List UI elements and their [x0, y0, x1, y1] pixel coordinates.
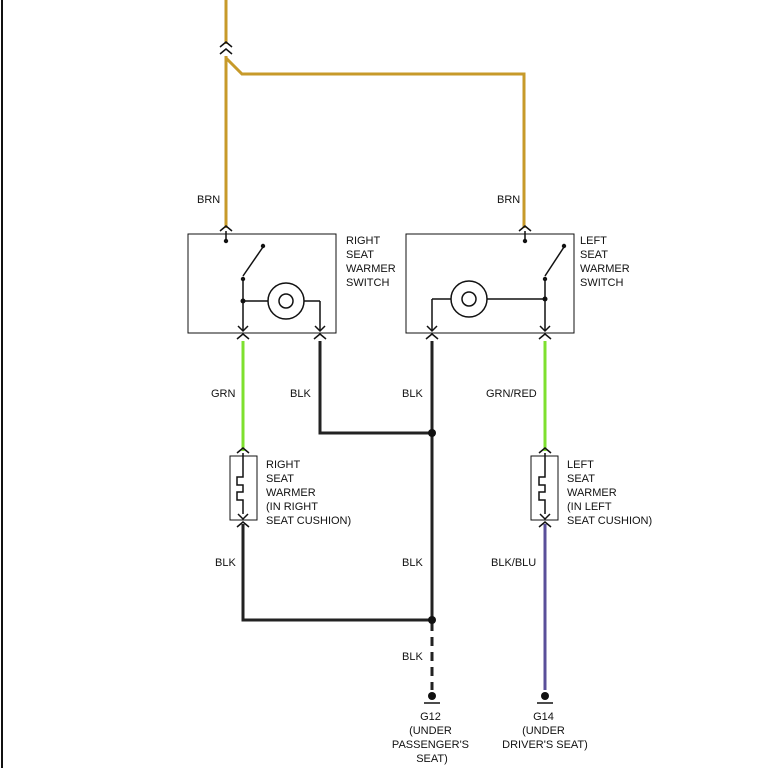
label-blk-blu: BLK/BLU [491, 557, 536, 569]
left-warmer-internals [538, 447, 552, 528]
right-switch-internals [219, 225, 327, 340]
right-warmer-internals [236, 447, 250, 528]
ground-g12-symbol [424, 692, 440, 704]
splice-upper [428, 429, 436, 437]
label-brn-right: BRN [497, 194, 520, 206]
ground-g14-symbol [537, 692, 553, 704]
label-brn-left: BRN [197, 194, 220, 206]
label-blk-right-warmer: BLK [215, 557, 236, 569]
label-grn: GRN [211, 388, 236, 400]
left-switch-label: LEFT SEAT WARMER SWITCH [580, 235, 633, 289]
left-switch-internals [425, 225, 567, 340]
left-warmer-label: LEFT SEAT WARMER (IN LEFT SEAT CUSHION) [567, 459, 652, 527]
left-switch-box [405, 233, 575, 334]
ground-g14-label: G14 (UNDER DRIVER'S SEAT) [502, 711, 588, 751]
splice-lower [428, 616, 436, 624]
label-blk-center-mid: BLK [402, 557, 423, 569]
label-grn-red: GRN/RED [486, 388, 537, 400]
inline-connector [219, 41, 233, 55]
label-blk-right-switch: BLK [290, 388, 311, 400]
right-warmer-label: RIGHT SEAT WARMER (IN RIGHT SEAT CUSHION… [266, 459, 351, 527]
blk-wire-right-warmer [241, 524, 432, 622]
right-switch-box [187, 233, 337, 334]
brn-wire-left-switch [224, 56, 526, 228]
ground-g12-label: G12 (UNDER PASSENGER'S SEAT) [392, 711, 472, 765]
blk-wire-right-switch [318, 341, 432, 435]
label-blk-center-top: BLK [402, 388, 423, 400]
right-switch-label: RIGHT SEAT WARMER SWITCH [346, 235, 399, 289]
label-blk-center-bottom: BLK [402, 651, 423, 663]
